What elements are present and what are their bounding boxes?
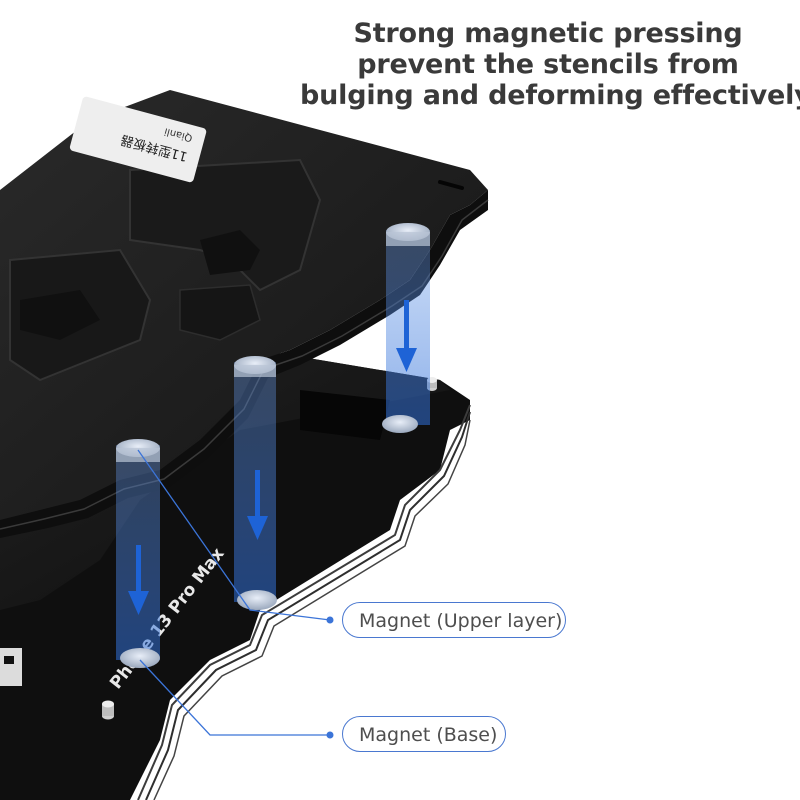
- leader-dot: [326, 616, 334, 624]
- callout-upper-magnet: Magnet (Upper layer): [342, 602, 566, 638]
- logo-mark: [0, 648, 22, 686]
- headline-line-2: prevent the stencils from: [357, 49, 739, 80]
- pin-icon: [102, 700, 114, 720]
- arrow-down-icon: [396, 300, 417, 372]
- arrow-down-icon: [247, 470, 268, 540]
- upper-plate: 11型转板器 Qianli: [0, 90, 489, 538]
- arrow-down-icon: [128, 545, 149, 615]
- leader-dot: [326, 731, 334, 739]
- headline-line-1: Strong magnetic pressing: [353, 18, 743, 49]
- magnet-beam: [382, 223, 430, 433]
- leader-line: [137, 449, 331, 736]
- plate-label: 11型转板器 Qianli: [69, 96, 207, 183]
- headline: Strong magnetic pressing prevent the ste…: [300, 18, 800, 111]
- headline-line-3: bulging and deforming effectively: [300, 80, 800, 111]
- callout-base-magnet: Magnet (Base): [342, 716, 506, 752]
